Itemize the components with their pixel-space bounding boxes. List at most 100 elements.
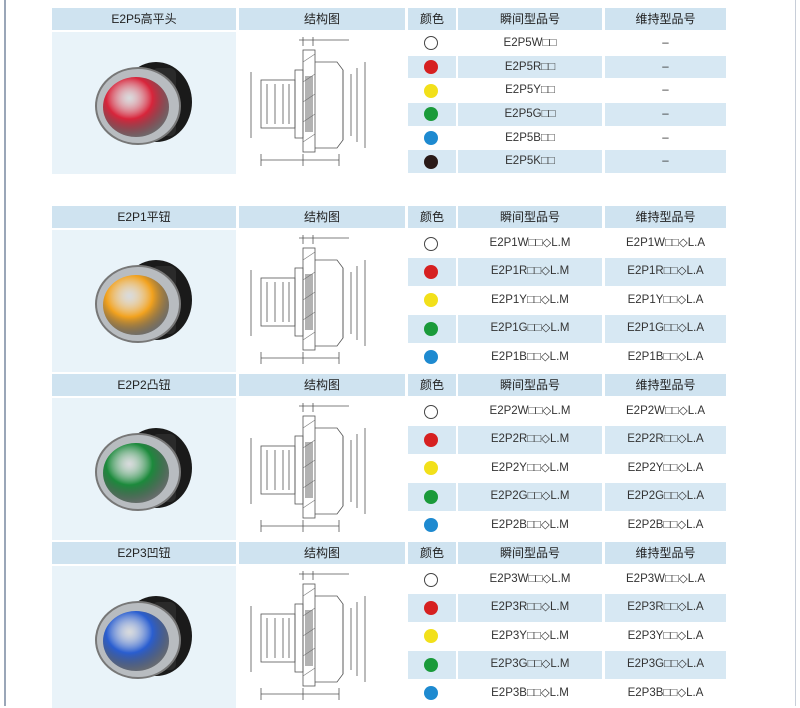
- maintained-part-number: E2P3B□□◇L.A: [627, 686, 704, 699]
- product-photo-cell: [52, 566, 236, 708]
- momentary-part-number: E2P2W□□◇L.M: [489, 405, 571, 417]
- maintained-part-number: E2P3W□□◇L.A: [626, 573, 705, 585]
- product-photo: [95, 428, 192, 511]
- color-cell: [408, 512, 456, 539]
- maintained-part-number: E2P2R□□◇L.A: [605, 426, 726, 454]
- maintained-part-number: –: [605, 150, 726, 173]
- color-header: 颜色: [408, 542, 456, 564]
- momentary-part-number: E2P5K□□: [458, 150, 602, 173]
- color-cell: [408, 483, 456, 511]
- momentary-part-number: E2P2Y□□◇L.M: [491, 461, 569, 474]
- color-swatch-icon: [424, 404, 438, 419]
- maintained-part-number: E2P1B□□◇L.A: [627, 350, 704, 363]
- table-row: E2P2Y□□◇L.M E2P2Y□□◇L.A: [408, 455, 726, 482]
- color-cell: [408, 398, 456, 425]
- color-cell: [408, 127, 456, 150]
- momentary-part-number: E2P5Y□□: [505, 84, 555, 97]
- color-swatch-icon: [424, 83, 438, 98]
- structure-header: 结构图: [239, 542, 405, 564]
- maintained-part-number: –: [605, 103, 726, 126]
- color-cell: [408, 79, 456, 102]
- structure-diagram: [250, 403, 366, 532]
- color-swatch-icon: [424, 321, 438, 336]
- color-swatch-icon: [424, 657, 438, 672]
- momentary-part-number: E2P3Y□□◇L.M: [491, 629, 569, 642]
- maintained-header: 维持型品号: [605, 8, 726, 30]
- color-cell: [408, 566, 456, 593]
- color-cell: [408, 258, 456, 286]
- structure-diagram-cell: [239, 398, 405, 540]
- color-swatch-icon: [424, 265, 438, 280]
- color-cell: [408, 230, 456, 257]
- maintained-header: 维持型品号: [605, 374, 726, 396]
- color-cell: [408, 103, 456, 126]
- color-swatch-icon: [424, 154, 438, 169]
- product-photo-cell: [52, 230, 236, 372]
- table-row: E2P5B□□–: [408, 127, 726, 150]
- momentary-part-number: E2P1Y□□◇L.M: [491, 293, 569, 306]
- page-right-border: [795, 0, 796, 706]
- color-swatch-icon: [424, 36, 438, 51]
- color-swatch-icon: [424, 489, 438, 504]
- table-row: E2P5R□□–: [408, 55, 726, 79]
- structure-diagram: [250, 37, 366, 166]
- momentary-part-number: E2P2R□□◇L.M: [458, 426, 602, 454]
- section-title: E2P3凹钮: [52, 542, 236, 564]
- color-cell: [408, 651, 456, 679]
- color-swatch-icon: [424, 601, 438, 616]
- momentary-part-number: E2P2B□□◇L.M: [491, 518, 569, 531]
- table-row: E2P5Y□□–: [408, 79, 726, 102]
- table-row: E2P5W□□–: [408, 32, 726, 55]
- color-swatch-icon: [424, 350, 438, 365]
- color-swatch-icon: [424, 572, 438, 587]
- structure-diagram: [250, 571, 366, 700]
- product-photo-cell: [52, 32, 236, 174]
- table-row: E2P2B□□◇L.M E2P2B□□◇L.A: [408, 512, 726, 539]
- table-row: E2P5K□□–: [408, 150, 726, 173]
- maintained-part-number: E2P1R□□◇L.A: [605, 258, 726, 286]
- momentary-part-number: E2P1R□□◇L.M: [458, 258, 602, 286]
- structure-header: 结构图: [239, 374, 405, 396]
- momentary-part-number: E2P1B□□◇L.M: [491, 350, 569, 363]
- table-row: E2P5G□□–: [408, 103, 726, 126]
- maintained-part-number: E2P2B□□◇L.A: [627, 518, 704, 531]
- product-photo: [95, 260, 192, 343]
- structure-diagram-cell: [239, 32, 405, 174]
- color-swatch-icon: [424, 629, 438, 644]
- maintained-part-number: E2P3G□□◇L.A: [605, 651, 726, 679]
- color-swatch-icon: [424, 59, 438, 74]
- momentary-part-number: E2P1W□□◇L.M: [489, 237, 571, 249]
- product-photo: [95, 62, 192, 145]
- maintained-header: 维持型品号: [605, 206, 726, 228]
- maintained-part-number: –: [605, 55, 726, 79]
- section-title: E2P5高平头: [52, 8, 236, 30]
- color-header: 颜色: [408, 374, 456, 396]
- color-cell: [408, 455, 456, 482]
- maintained-part-number: –: [662, 37, 669, 49]
- momentary-part-number: E2P5G□□: [458, 103, 602, 126]
- section-title: E2P1平钮: [52, 206, 236, 228]
- maintained-part-number: E2P3Y□□◇L.A: [627, 629, 704, 642]
- color-header: 颜色: [408, 8, 456, 30]
- color-swatch-icon: [424, 293, 438, 308]
- maintained-part-number: E2P2Y□□◇L.A: [627, 461, 704, 474]
- momentary-part-number: E2P1G□□◇L.M: [458, 315, 602, 343]
- color-header: 颜色: [408, 206, 456, 228]
- color-cell: [408, 594, 456, 622]
- table-row: E2P1B□□◇L.M E2P1B□□◇L.A: [408, 344, 726, 371]
- color-cell: [408, 55, 456, 79]
- color-swatch-icon: [424, 130, 438, 145]
- color-cell: [408, 623, 456, 650]
- momentary-part-number: E2P3R□□◇L.M: [458, 594, 602, 622]
- maintained-part-number: E2P3R□□◇L.A: [605, 594, 726, 622]
- maintained-part-number: –: [662, 131, 669, 144]
